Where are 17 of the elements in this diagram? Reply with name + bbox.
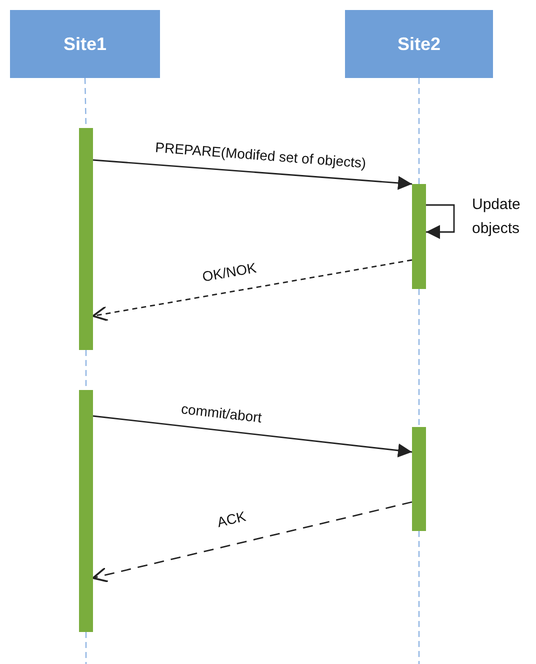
reply-arrow	[92, 501, 412, 582]
lifeline-header	[345, 10, 493, 78]
self-message-arrow	[426, 204, 455, 239]
message-arrow	[92, 159, 412, 190]
activation-bar	[79, 128, 93, 350]
lifeline-header	[10, 10, 160, 78]
activation-bar	[412, 427, 426, 531]
activation-bar	[412, 184, 426, 289]
participant-name: Site1	[63, 34, 107, 54]
message-arrow	[92, 415, 412, 458]
reply-arrow	[92, 259, 412, 322]
activation-bar	[79, 390, 93, 632]
lifeline	[418, 78, 420, 184]
lifeline	[85, 632, 87, 664]
lifeline	[418, 289, 420, 427]
participant-name: Site2	[397, 34, 441, 54]
lifeline	[418, 531, 420, 664]
